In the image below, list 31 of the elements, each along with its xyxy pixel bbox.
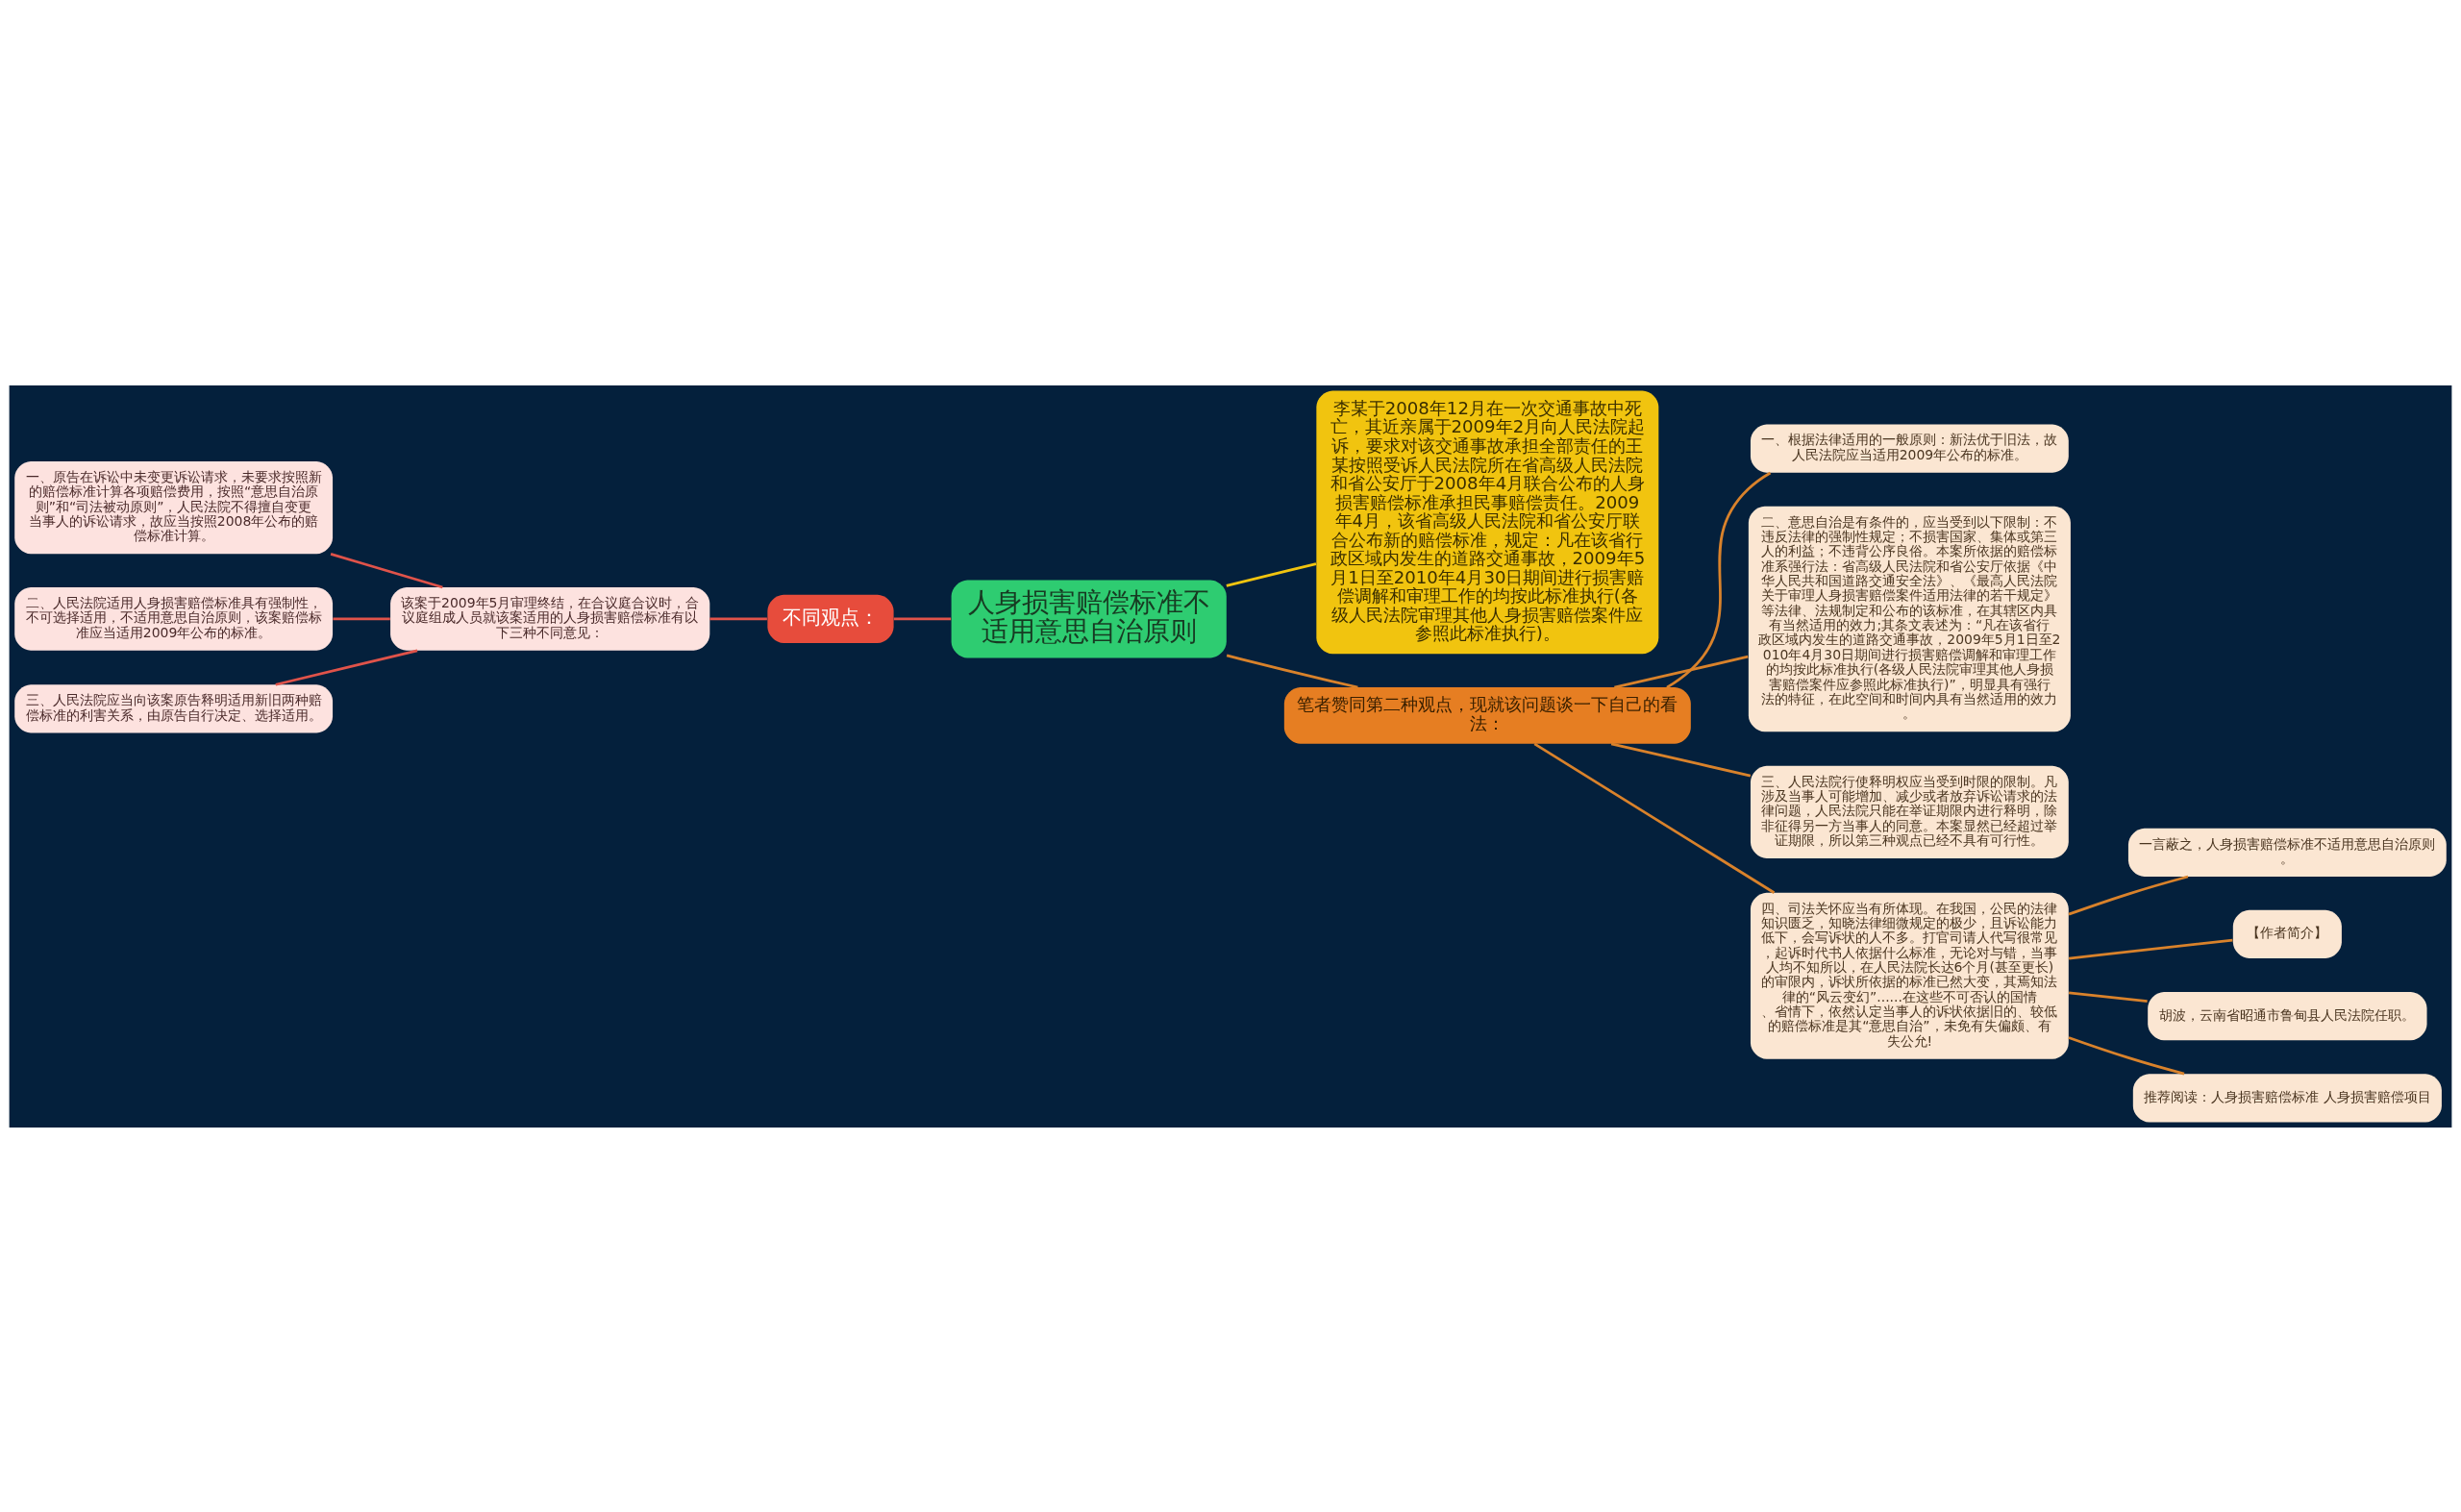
node-box: 人身损害赔偿标准不适用意思自治原则 bbox=[951, 579, 1227, 657]
connector bbox=[1226, 654, 1358, 688]
connector bbox=[2068, 938, 2233, 959]
node-box: 一言蔽之，人身损害赔偿标准不适用意思自治原则。 bbox=[2127, 828, 2447, 877]
connector bbox=[1533, 742, 1776, 894]
connector bbox=[709, 617, 767, 620]
node-box: 二、人民法院适用人身损害赔偿标准具有强制性，不可选择适用，不适用意思自治原则，该案赔偿标准应当适用2009年公布的标准。 bbox=[14, 586, 334, 651]
node-box: 不同观点： bbox=[767, 594, 894, 643]
node-box: 二、意思自治是有条件的，应当受到以下限制：不违反法律的强制性规定；不损害国家、集体或第三人的利益；不违背公序良俗。本案所依据的赔偿标准系强行法：省高级人民法院和省公安厅依据《中华人民共和国道路交通安全法》、《最高人民法院关于审理人身损害赔偿案件适用法律的若干规定》等法律、法规制定和公布的该标准，在其辖区内具有当然适用的效力;其条文表述为：“凡在该省行政区域内发生的道路交通事故，2009年5月1日至2010年4月30日期间进行损害赔偿调解和审理工作的均按此标准执行(各级人民法院审理其他人身损害赔偿案件应参照此标准执行)”，明显具有强行法的特征，在此空间和时间内具有当然适用的效力。 bbox=[1748, 506, 2071, 731]
node-box: 李某于2008年12月在一次交通事故中死亡，其近亲属于2009年2月向人民法院起诉，要求对该交通事故承担全部责任的王某按照受诉人民法院所在省高级人民法院和省公安厅于2008年4月联合公布的人身损害赔偿标准承担民事赔偿责任。2009年4月，该省高级人民法院和省公安厅联合公布新的赔偿标准，规定：凡在该省行政区域内发生的道路交通事故，2009年5月1日至2010年4月30日期间进行损害赔偿调解和审理工作的均按此标准执行(各级人民法院审理其他人身损害赔偿案件应参照此标准执行)。 bbox=[1316, 390, 1659, 654]
connector bbox=[1610, 741, 1752, 777]
node-box: 推荐阅读：人身损害赔偿标准 人身损害赔偿项目 bbox=[2132, 1073, 2442, 1122]
node-box: 一、原告在诉讼中未变更诉讼请求，未要求按照新的赔偿标准计算各项赔偿费用，按照“意思自治原则”和“司法被动原则”，人民法院不得擅自变更当事人的诉讼请求，故应当按照2008年公布的赔偿标准计算。 bbox=[14, 460, 334, 554]
node-box: 三、人民法院行使释明权应当受到时限的限制。凡涉及当事人可能增加、减少或者放弃诉讼请求的法律问题，人民法院只能在举证期限内进行释明，除非征得另一方当事人的同意。本案显然已经超过举证期限，所以第三种观点已经不具有可行性。 bbox=[1750, 765, 2069, 858]
connector bbox=[893, 617, 952, 620]
connector bbox=[1614, 655, 1749, 688]
connector bbox=[2068, 991, 2148, 1003]
connector bbox=[1226, 561, 1317, 587]
connector bbox=[275, 648, 418, 686]
node-box: 四、司法关怀应当有所体现。在我国，公民的法律知识匮乏，知晓法律细微规定的极少，且诉讼能力低下，会写诉状的人不多。打官司请人代写很常见，起诉时代书人依据什么标准，无论对与错，当事人均不知所以，在人民法院长达6个月(甚至更长)的审限内，诉状所依据的标准已然大变，其焉知法律的“风云变幻”......在这些不可否认的国情、省情下，依然认定当事人的诉状依据旧的、较低的赔偿标准是其“意思自治”，未免有失偏颇、有失公允! bbox=[1750, 892, 2069, 1059]
connector bbox=[333, 617, 390, 620]
node-box: 一、根据法律适用的一般原则：新法优于旧法，故人民法院应当适用2009年公布的标准。 bbox=[1750, 424, 2069, 473]
connector bbox=[1666, 471, 1772, 688]
node-box: 该案于2009年5月审理终结，在合议庭合议时，合议庭组成人员就该案适用的人身损害赔偿标准有以下三种不同意见： bbox=[390, 586, 710, 651]
connector bbox=[330, 552, 443, 588]
node-box: 【作者简介】 bbox=[2232, 909, 2342, 958]
connector bbox=[2068, 875, 2189, 915]
node-box: 胡波，云南省昭通市鲁甸县人民法院任职。 bbox=[2148, 991, 2427, 1040]
connector bbox=[2068, 1035, 2185, 1075]
node-box: 三、人民法院应当向该案原告释明适用新旧两种赔偿标准的利害关系，由原告自行决定、选择适用。 bbox=[14, 683, 334, 733]
node-box: 笔者赞同第二种观点，现就该问题谈一下自己的看法： bbox=[1283, 686, 1691, 744]
